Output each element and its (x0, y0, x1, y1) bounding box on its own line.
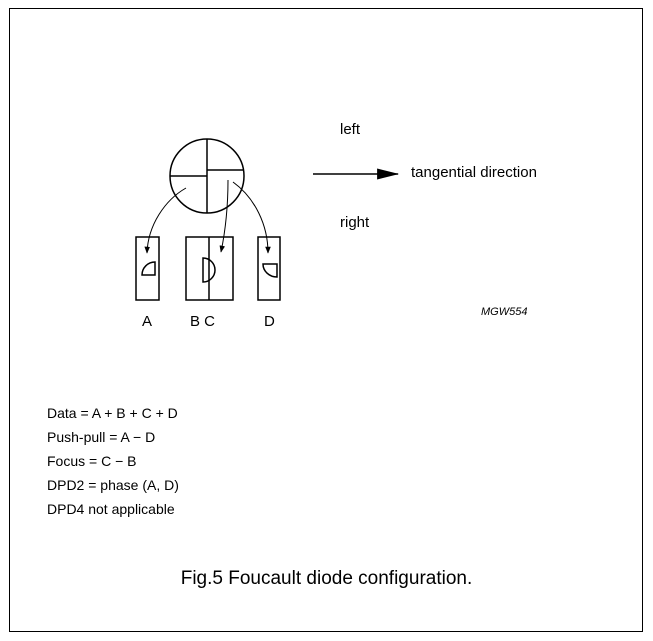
detector-a (135, 236, 160, 301)
equation-dpd2: DPD2 = phase (A, D) (47, 477, 179, 493)
equation-dpd4: DPD4 not applicable (47, 501, 175, 517)
equation-push-pull: Push-pull = A − D (47, 429, 156, 445)
equation-focus: Focus = C − B (47, 453, 137, 469)
detector-d (257, 236, 281, 301)
label-detector-bc: B C (190, 313, 216, 330)
figure-frame (9, 8, 643, 632)
figure-code: MGW554 (481, 306, 528, 318)
spot-circle (169, 138, 245, 214)
label-detector-d: D (264, 313, 275, 330)
label-right: right (340, 214, 370, 231)
label-detector-a: A (142, 313, 153, 330)
detector-bc (185, 236, 234, 301)
label-tangential-direction: tangential direction (411, 164, 537, 181)
equation-data: Data = A + B + C + D (47, 405, 178, 421)
projection-arrows (144, 179, 271, 254)
figure-caption: Fig.5 Foucault diode configuration. (180, 568, 473, 589)
label-left: left (340, 121, 361, 138)
